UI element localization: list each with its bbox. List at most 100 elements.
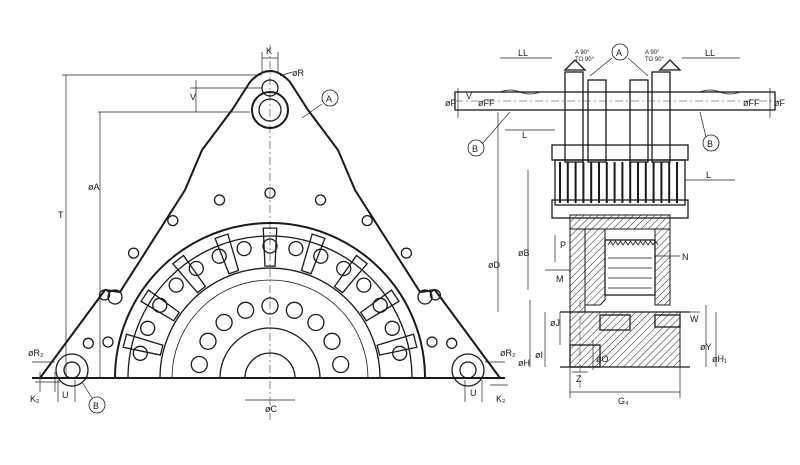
bolt-hole bbox=[361, 214, 373, 227]
friction-shoe bbox=[359, 289, 400, 322]
hub-base bbox=[569, 311, 681, 368]
bolt-hole bbox=[167, 214, 179, 227]
dim-l-right: L bbox=[706, 170, 711, 180]
dim-k2-left: K₂ bbox=[30, 394, 40, 404]
front-outline bbox=[39, 70, 501, 379]
callout-a-front: A bbox=[326, 94, 332, 104]
dim-u-right: U bbox=[470, 388, 477, 398]
bolt-hole bbox=[307, 313, 325, 332]
friction-shoe bbox=[122, 333, 164, 356]
bolt-hole bbox=[132, 345, 148, 361]
friction-shoe bbox=[171, 254, 207, 294]
bolt-hole bbox=[98, 289, 111, 301]
friction-shoe bbox=[376, 333, 418, 356]
bolt-hole bbox=[429, 289, 442, 301]
bolt-hole bbox=[188, 260, 204, 277]
dim-ff-right: øFF bbox=[743, 98, 760, 108]
spring bbox=[604, 239, 656, 296]
front-view: K øR V øA T øR₂ K₂ U øR₂ U K₂ øC A bbox=[28, 45, 516, 420]
dim-t: T bbox=[58, 210, 64, 220]
bolt-hole bbox=[314, 194, 327, 206]
angle-left-1: A 90° bbox=[575, 50, 590, 56]
friction-shoes bbox=[122, 227, 418, 356]
bolt-hole bbox=[285, 301, 304, 319]
bolt-hole bbox=[446, 337, 458, 349]
disc-pack bbox=[554, 159, 686, 206]
callout-b-front: B bbox=[93, 401, 99, 411]
dim-r2-right: øR₂ bbox=[500, 348, 516, 358]
dim-v-side: V bbox=[466, 91, 472, 101]
friction-shoe bbox=[140, 289, 181, 322]
bolt-hole bbox=[288, 240, 304, 257]
dim-l-left: L bbox=[522, 130, 527, 140]
dim-p: P bbox=[560, 240, 566, 250]
dim-z: Z bbox=[576, 374, 582, 384]
right-lug bbox=[451, 353, 485, 387]
bolt-hole bbox=[199, 332, 217, 350]
angle-right-2: TO 90° bbox=[645, 57, 665, 63]
bolt-hole bbox=[264, 187, 276, 199]
angle-left-2: TO 90° bbox=[575, 57, 595, 63]
housing bbox=[569, 214, 671, 230]
bolt-hole bbox=[261, 297, 279, 315]
dim-h: øH bbox=[518, 358, 530, 368]
dim-r: øR bbox=[292, 68, 304, 78]
bolt-hole bbox=[356, 277, 372, 293]
friction-shoe bbox=[333, 254, 369, 294]
callout-b-side-right: B bbox=[707, 139, 713, 149]
callout-a-side: A bbox=[616, 48, 622, 58]
bolt-hole bbox=[384, 320, 400, 336]
bolt-hole bbox=[168, 277, 184, 293]
bolt-hole bbox=[236, 240, 252, 257]
dim-f-right: øF bbox=[774, 98, 785, 108]
friction-shoe bbox=[214, 233, 240, 275]
bolt-hole bbox=[213, 194, 226, 206]
dim-ll-right: LL bbox=[705, 48, 715, 58]
dim-k: K bbox=[266, 46, 272, 56]
dim-g4: G₄ bbox=[618, 396, 629, 406]
bolt-hole bbox=[323, 332, 341, 350]
dim-u-left: U bbox=[62, 390, 69, 400]
bolt-hole bbox=[392, 345, 408, 361]
dim-f-left: øF bbox=[445, 98, 456, 108]
dim-n: N bbox=[682, 252, 689, 262]
callout-b-side-left: B bbox=[472, 144, 478, 154]
dim-ll-left: LL bbox=[518, 48, 528, 58]
bolt-hole bbox=[332, 355, 350, 374]
bolt-hole bbox=[127, 247, 140, 259]
dim-b: øB bbox=[518, 248, 530, 258]
dim-r2-left: øR₂ bbox=[28, 348, 44, 358]
dim-ff-left: øFF bbox=[478, 98, 495, 108]
side-view: LL LL A 90° TO 90° A 90° TO 90° A øF V ø… bbox=[445, 43, 785, 406]
bolt-hole bbox=[400, 247, 413, 259]
bolt-hole bbox=[372, 297, 388, 313]
dim-j: øJ bbox=[550, 318, 560, 328]
dim-y: øY bbox=[700, 342, 712, 352]
dim-v: V bbox=[190, 92, 196, 102]
dim-a: øA bbox=[88, 182, 100, 192]
dim-k2-right: K₂ bbox=[496, 394, 506, 404]
bolt-holes bbox=[82, 187, 458, 374]
angle-right-1: A 90° bbox=[645, 50, 660, 56]
bolt-hole bbox=[140, 320, 156, 336]
dim-h1: øH₁ bbox=[712, 354, 727, 364]
bolt-hole bbox=[190, 355, 208, 374]
friction-shoe bbox=[300, 233, 326, 275]
bolt-hole bbox=[262, 238, 278, 254]
bolt-hole bbox=[313, 248, 329, 264]
top-lug-bore bbox=[251, 91, 289, 129]
friction-shoe bbox=[262, 227, 278, 267]
dim-w: W bbox=[690, 314, 699, 324]
bolt-hole bbox=[336, 260, 352, 277]
bolt-hole bbox=[82, 337, 94, 349]
dim-o: øO bbox=[596, 354, 609, 364]
left-lug bbox=[55, 353, 89, 387]
bolt-hole bbox=[211, 248, 227, 264]
dim-d: øD bbox=[488, 260, 500, 270]
bolt-hole bbox=[152, 297, 168, 313]
bolt-hole bbox=[215, 313, 233, 332]
dim-i: øI bbox=[535, 350, 543, 360]
bolt-hole bbox=[236, 301, 255, 319]
dim-m: M bbox=[556, 274, 564, 284]
